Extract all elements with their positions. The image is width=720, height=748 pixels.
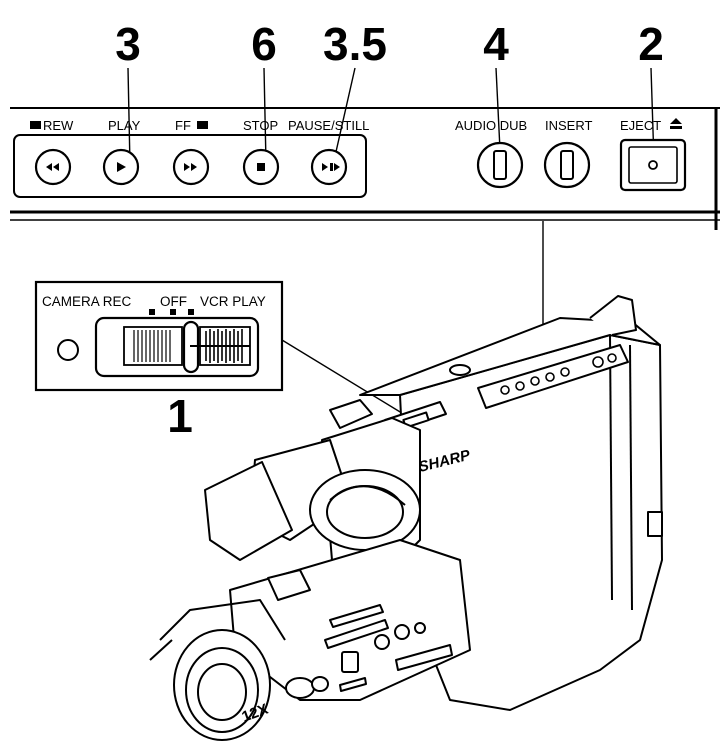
pause-still-button[interactable] bbox=[310, 148, 348, 186]
callout-step-play: 3 bbox=[115, 18, 141, 70]
power-switch-slider[interactable] bbox=[94, 316, 260, 378]
eject-icon bbox=[648, 160, 658, 170]
off-label: OFF bbox=[160, 294, 187, 309]
rewind-mark-icon bbox=[30, 121, 41, 129]
insert-label: INSERT bbox=[545, 118, 592, 133]
switch-leader-line bbox=[281, 339, 411, 419]
insert-button[interactable] bbox=[543, 141, 591, 189]
pause-still-icon bbox=[322, 163, 340, 171]
fast-forward-button[interactable] bbox=[172, 148, 210, 186]
eject-mark-icon bbox=[670, 118, 682, 129]
callout-step-pause: 3.5 bbox=[323, 18, 387, 70]
rewind-icon bbox=[46, 163, 59, 171]
callout-step-switch: 1 bbox=[167, 390, 193, 442]
vcr-control-panel bbox=[10, 107, 720, 230]
audio-dub-button[interactable] bbox=[476, 141, 524, 189]
callout-step-eject: 2 bbox=[638, 18, 664, 70]
fast-forward-icon bbox=[184, 163, 197, 171]
panel-labels: REW PLAY FF STOP PAUSE/STILL AUDIO DUB I… bbox=[30, 118, 682, 133]
vcr-play-label: VCR PLAY bbox=[200, 294, 266, 309]
ff-label: FF bbox=[175, 118, 191, 133]
play-icon bbox=[117, 162, 126, 172]
play-label: PLAY bbox=[108, 118, 141, 133]
led-indicator-icon bbox=[57, 339, 79, 361]
stop-label: STOP bbox=[243, 118, 278, 133]
camcorder-body bbox=[149, 295, 663, 741]
pause-still-label: PAUSE/STILL bbox=[288, 118, 369, 133]
callout-step-audio-dub: 4 bbox=[483, 18, 509, 70]
callout-leader-lines bbox=[127, 67, 655, 167]
camera-rec-label: CAMERA REC bbox=[42, 294, 132, 309]
callout-step-stop: 6 bbox=[251, 18, 277, 70]
audio-dub-label: AUDIO DUB bbox=[455, 118, 527, 133]
stop-button[interactable] bbox=[242, 148, 280, 186]
stop-icon bbox=[257, 163, 265, 171]
eject-label: EJECT bbox=[620, 118, 661, 133]
rewind-button[interactable] bbox=[34, 148, 72, 186]
play-button[interactable] bbox=[102, 148, 140, 186]
power-switch-inset: CAMERA REC OFF VCR PLAY bbox=[34, 280, 284, 392]
rew-label: REW bbox=[43, 118, 74, 133]
ff-mark-icon bbox=[197, 121, 208, 129]
eject-button[interactable] bbox=[619, 138, 687, 192]
